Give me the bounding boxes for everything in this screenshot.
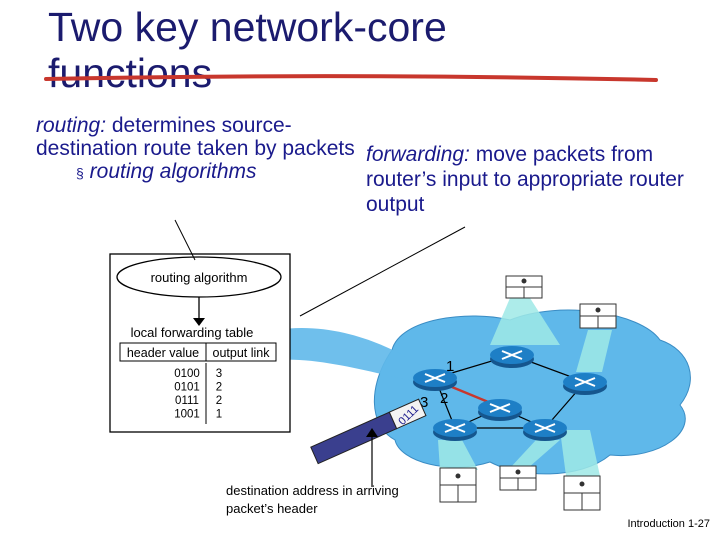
host-icon [505,275,543,299]
table-cell-value: 1001 [174,409,200,421]
host-link-1 [490,298,560,345]
slide-title: Two key network-core functions [48,4,447,96]
dest-caption-line1: destination address in arriving [226,483,399,498]
routing-term: routing: [36,114,107,137]
table-cell-value: 0100 [174,368,200,380]
forwarding-text: move packets from router’s input to appr… [366,143,684,216]
routing-algorithm-label: routing algorithm [151,270,248,285]
routing-bullet: § routing algorithms [36,160,366,185]
router-icon [433,419,477,441]
table-title: local forwarding table [131,325,254,340]
routing-description: routing: determines source-destination r… [36,114,366,185]
router-icon [523,419,567,441]
router-icon [478,399,522,421]
forwarding-description: forwarding: move packets from router’s i… [366,142,686,217]
table-cell-value: 0111 [175,395,199,407]
table-rows: 0100 3 0101 2 0111 2 1001 1 [174,368,222,421]
bullet-marker: § [76,165,84,181]
forwarding-term: forwarding: [366,143,470,166]
router-icon [563,373,607,395]
table-header-box [119,342,277,362]
link-label: 2 [440,390,448,407]
routing-pointer [174,219,196,261]
host-link-5 [560,430,600,476]
router-icon [413,369,457,391]
router-icon [490,346,534,368]
host-icon [499,465,537,491]
host-icon [439,467,477,503]
host-icon [579,303,617,329]
table-cell-link: 2 [216,395,222,407]
table-cell-link: 2 [216,382,222,394]
table-cell-value: 0101 [174,382,200,394]
packet-body [310,411,398,465]
slide-footer: Introduction 1-27 [627,518,710,530]
routing-text: determines source-destination route take… [36,114,355,160]
table-header-link: output link [213,346,271,360]
host-icon [563,475,601,511]
table-header-value: header value [127,346,199,360]
packet-header [388,398,427,430]
title-underline [44,74,658,82]
host-icons [439,275,617,511]
forwarding-pointer [299,226,466,317]
table-cell-link: 1 [216,409,222,421]
host-link-2 [576,330,612,372]
link-label: 1 [446,358,454,375]
host-link-4 [510,440,560,468]
host-link-3 [438,440,478,470]
table-cell-link: 3 [216,368,222,380]
link-label: 3 [420,394,428,411]
routing-bullet-text: routing algorithms [89,160,257,183]
router-to-table-ray [276,328,436,384]
dest-caption-line2: packet’s header [226,501,318,516]
router-icons [413,346,607,441]
